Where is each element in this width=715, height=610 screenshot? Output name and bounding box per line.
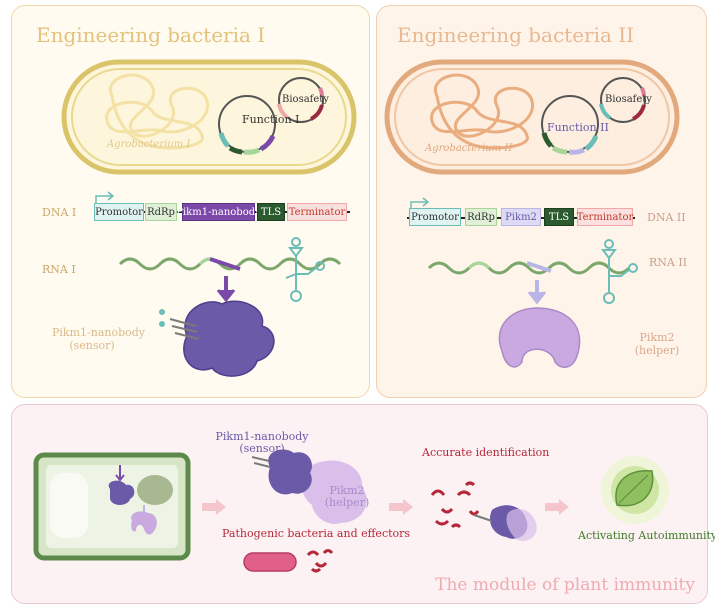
gene-pikm1-nanobody: Pikm1-nanobody bbox=[176, 203, 261, 221]
plasmid-biosafety-1 bbox=[278, 77, 324, 123]
effectors-icon bbox=[306, 549, 334, 573]
identified-effectors-icon bbox=[430, 481, 480, 529]
plant-immunity-module-panel: Pikm1-nanobody (sensor) Pikm2 (helper) P… bbox=[11, 404, 715, 604]
gene-pikm2: Pikm2 bbox=[501, 208, 541, 226]
panel-1-title: Engineering bacteria I bbox=[36, 23, 266, 47]
bacteria-2-cell-membrane bbox=[394, 68, 670, 166]
gene-terminator-1: Terminator bbox=[287, 203, 347, 221]
gene-terminator-2: Terminator bbox=[577, 208, 633, 226]
species-1-label: Agrobacterium I bbox=[107, 139, 191, 150]
species-2-label: Agrobacterium II bbox=[425, 143, 513, 154]
sensor-complex-icon bbox=[268, 449, 313, 495]
gene-rdrp-2: RdRp bbox=[465, 208, 497, 226]
plant-immunity-illustration bbox=[33, 449, 669, 573]
engineering-bacteria-2-panel: Engineering bacteria II Function II Bios… bbox=[376, 5, 707, 398]
helper-complex-icon bbox=[301, 460, 367, 524]
plasmid-biosafety-1-label: Biosafety bbox=[282, 94, 329, 105]
protein-2-label: Pikm2 bbox=[639, 331, 675, 344]
dna-1-label: DNA I bbox=[42, 206, 77, 219]
gene-tls-1: TLS bbox=[257, 203, 285, 221]
cell-sensor-protein-icon bbox=[108, 480, 135, 505]
rna-2-strand bbox=[427, 261, 631, 275]
result-label: Activating Autoimmunity bbox=[578, 529, 715, 542]
bacteria-2-genome-icon bbox=[430, 73, 534, 150]
plasmid-biosafety-2-label: Biosafety bbox=[605, 94, 652, 105]
engineering-bacteria-1-panel: Engineering bacteria I bbox=[11, 5, 370, 398]
tls-structure-2-icon bbox=[601, 239, 638, 304]
complex-sensor-label: Pikm1-nanobody bbox=[215, 430, 309, 443]
identification-label: Accurate identification bbox=[422, 446, 550, 459]
complex-helper-role: (helper) bbox=[324, 496, 370, 509]
pikm1-nanobody-protein-icon bbox=[183, 300, 275, 377]
rna-2-label: RNA II bbox=[649, 256, 688, 269]
protein-2-role: (helper) bbox=[634, 344, 680, 357]
rna-1-strand bbox=[118, 257, 342, 271]
dna-2-label: DNA II bbox=[647, 211, 686, 224]
pathogenic-bacterium-icon bbox=[243, 552, 297, 572]
bacteria-2-illustration bbox=[384, 59, 680, 368]
tls-structure-1-icon bbox=[285, 237, 325, 302]
protein-1-label: Pikm1-nanobody bbox=[52, 326, 146, 339]
cell-helper-protein-icon bbox=[131, 511, 157, 535]
pikm2-protein-icon bbox=[498, 307, 581, 368]
gene-promotor-1: Promotor bbox=[94, 203, 144, 221]
gene-promotor-2: Promotor bbox=[409, 208, 461, 226]
plasmid-function-2-label: Function II bbox=[547, 121, 609, 134]
module-title: The module of plant immunity bbox=[435, 575, 695, 595]
gene-tls-2: TLS bbox=[544, 208, 574, 226]
nucleus-icon bbox=[137, 475, 173, 505]
vacuole-icon bbox=[50, 473, 88, 538]
gene-rdrp-1: RdRp bbox=[145, 203, 177, 221]
bacteria-1-illustration bbox=[61, 59, 357, 377]
nanobody-icon bbox=[169, 318, 200, 340]
complex-sensor-role: (sensor) bbox=[239, 442, 285, 455]
protein-1-role: (sensor) bbox=[69, 339, 115, 352]
bacteria-1-cell-membrane bbox=[71, 68, 347, 166]
pathogen-label: Pathogenic bacteria and effectors bbox=[222, 527, 411, 540]
plasmid-function-1-label: Function I bbox=[242, 113, 300, 126]
bacteria-1-genome-icon bbox=[105, 73, 209, 150]
plasmid-biosafety-2 bbox=[600, 77, 646, 123]
complex-helper-label: Pikm2 bbox=[329, 484, 365, 497]
rna-1-label: RNA I bbox=[42, 263, 76, 276]
panel-2-title: Engineering bacteria II bbox=[397, 23, 635, 47]
